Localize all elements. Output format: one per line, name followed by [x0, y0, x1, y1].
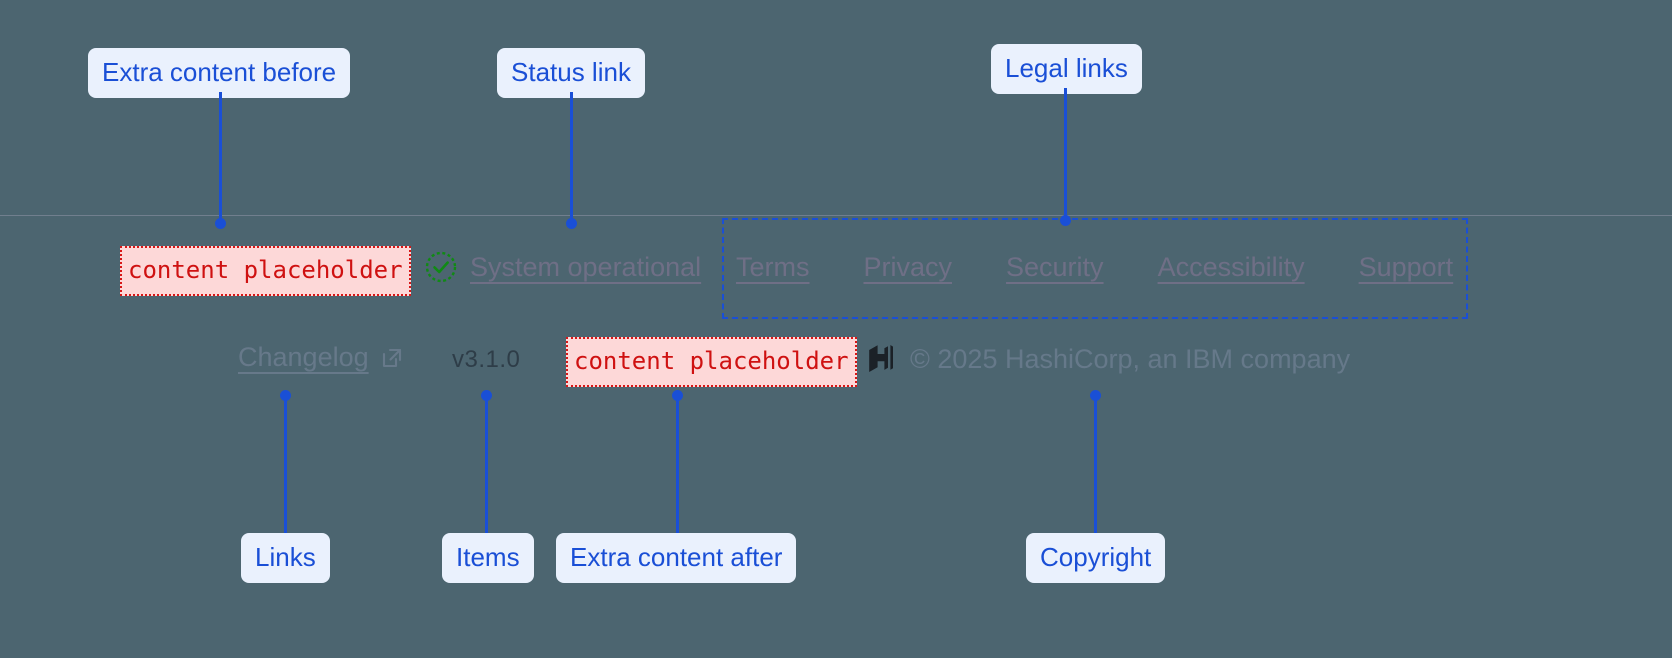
status-link[interactable]: System operational — [470, 251, 702, 282]
changelog-group[interactable]: Changelog — [238, 342, 403, 373]
connector-line-copyright — [1094, 396, 1097, 534]
connector-line-links — [284, 396, 287, 534]
footer-top-divider — [0, 215, 1672, 216]
legal-links-highlight-box — [722, 218, 1468, 319]
legal-link-security[interactable]: Security — [1006, 252, 1104, 282]
status-link-group[interactable]: System operational — [424, 250, 701, 284]
check-circle-icon — [424, 250, 458, 284]
callout-status-link: Status link — [497, 48, 645, 98]
version-label: v3.1.0 — [452, 346, 521, 373]
legal-link-privacy[interactable]: Privacy — [863, 252, 953, 282]
legal-links-list: Terms Privacy Security Accessibility Sup… — [736, 252, 1453, 283]
connector-dot-legal — [1060, 215, 1071, 226]
callout-extra-content-after: Extra content after — [556, 533, 797, 583]
callout-copyright: Copyright — [1026, 533, 1166, 583]
connector-dot-links — [280, 390, 291, 401]
extra-content-after-slot: content placeholder — [566, 337, 857, 387]
connector-dot-copyright — [1090, 390, 1101, 401]
external-link-icon — [379, 346, 403, 370]
callout-legal-links: Legal links — [991, 44, 1142, 94]
connector-line-status — [570, 92, 573, 224]
legal-link-support[interactable]: Support — [1358, 252, 1454, 282]
hashicorp-logo-icon — [866, 343, 896, 375]
changelog-link[interactable]: Changelog — [238, 342, 369, 372]
callout-extra-content-before: Extra content before — [88, 48, 351, 98]
connector-dot-extra-after — [672, 390, 683, 401]
callout-items: Items — [442, 533, 534, 583]
connector-dot-extra-before — [215, 218, 226, 229]
connector-line-items — [485, 396, 488, 534]
connector-dot-items — [481, 390, 492, 401]
connector-line-extra-before — [219, 92, 222, 224]
callout-links: Links — [241, 533, 330, 583]
connector-line-extra-after — [676, 396, 679, 534]
legal-link-accessibility[interactable]: Accessibility — [1157, 252, 1305, 282]
copyright-text: © 2025 HashiCorp, an IBM company — [910, 343, 1351, 374]
extra-content-before-slot: content placeholder — [120, 246, 411, 296]
connector-line-legal — [1064, 88, 1067, 222]
copyright-group: © 2025 HashiCorp, an IBM company — [866, 343, 1350, 375]
connector-dot-status — [566, 218, 577, 229]
legal-link-terms[interactable]: Terms — [736, 252, 810, 282]
